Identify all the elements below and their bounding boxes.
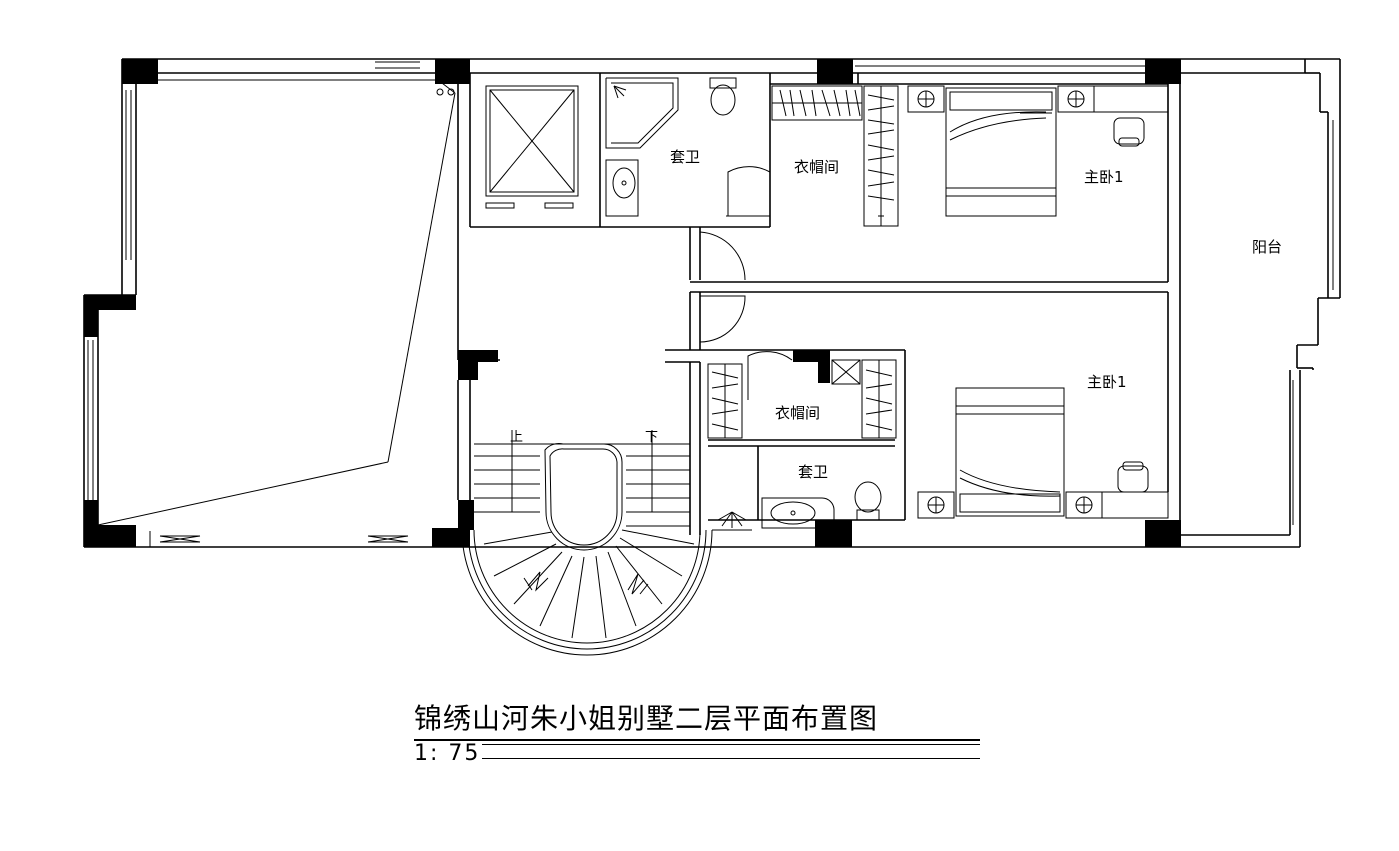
title-block: 锦绣山河朱小姐别墅二层平面布置图 bbox=[414, 702, 984, 745]
lower-closet bbox=[707, 351, 897, 439]
drawing-title: 锦绣山河朱小姐别墅二层平面布置图 bbox=[414, 702, 879, 735]
room-label-ensuite-bath-upper: 套卫 bbox=[670, 148, 700, 166]
doors-upper bbox=[699, 231, 746, 343]
elevator bbox=[485, 85, 579, 209]
room-label-closet-lower: 衣帽间 bbox=[775, 404, 820, 422]
lower-master-bed bbox=[917, 387, 1169, 519]
stair-label-up: 上 bbox=[510, 430, 523, 445]
windows bbox=[87, 61, 1334, 547]
interior-walls bbox=[457, 73, 1181, 535]
upper-bath-fixtures bbox=[605, 77, 771, 217]
void-outline bbox=[97, 79, 456, 526]
columns bbox=[84, 59, 1181, 547]
room-label-master-bedroom-upper: 主卧1 bbox=[1084, 168, 1124, 186]
scale-underline bbox=[414, 758, 980, 759]
upper-master-bed bbox=[907, 85, 1169, 217]
room-label-balcony: 阳台 bbox=[1252, 238, 1282, 256]
lower-bath-fixtures bbox=[712, 481, 882, 531]
room-label-closet-upper: 衣帽间 bbox=[794, 158, 839, 176]
staircase bbox=[461, 430, 713, 656]
upper-closet bbox=[771, 85, 899, 227]
drawing-scale: 1: 75 bbox=[414, 741, 483, 766]
title-underline bbox=[414, 739, 980, 741]
stair-label-down: 下 bbox=[645, 430, 658, 445]
title-underline-thin bbox=[414, 744, 980, 745]
room-label-ensuite-bath-lower: 套卫 bbox=[798, 463, 828, 481]
exterior-walls bbox=[83, 58, 1341, 548]
room-label-master-bedroom-lower: 主卧1 bbox=[1087, 373, 1127, 391]
